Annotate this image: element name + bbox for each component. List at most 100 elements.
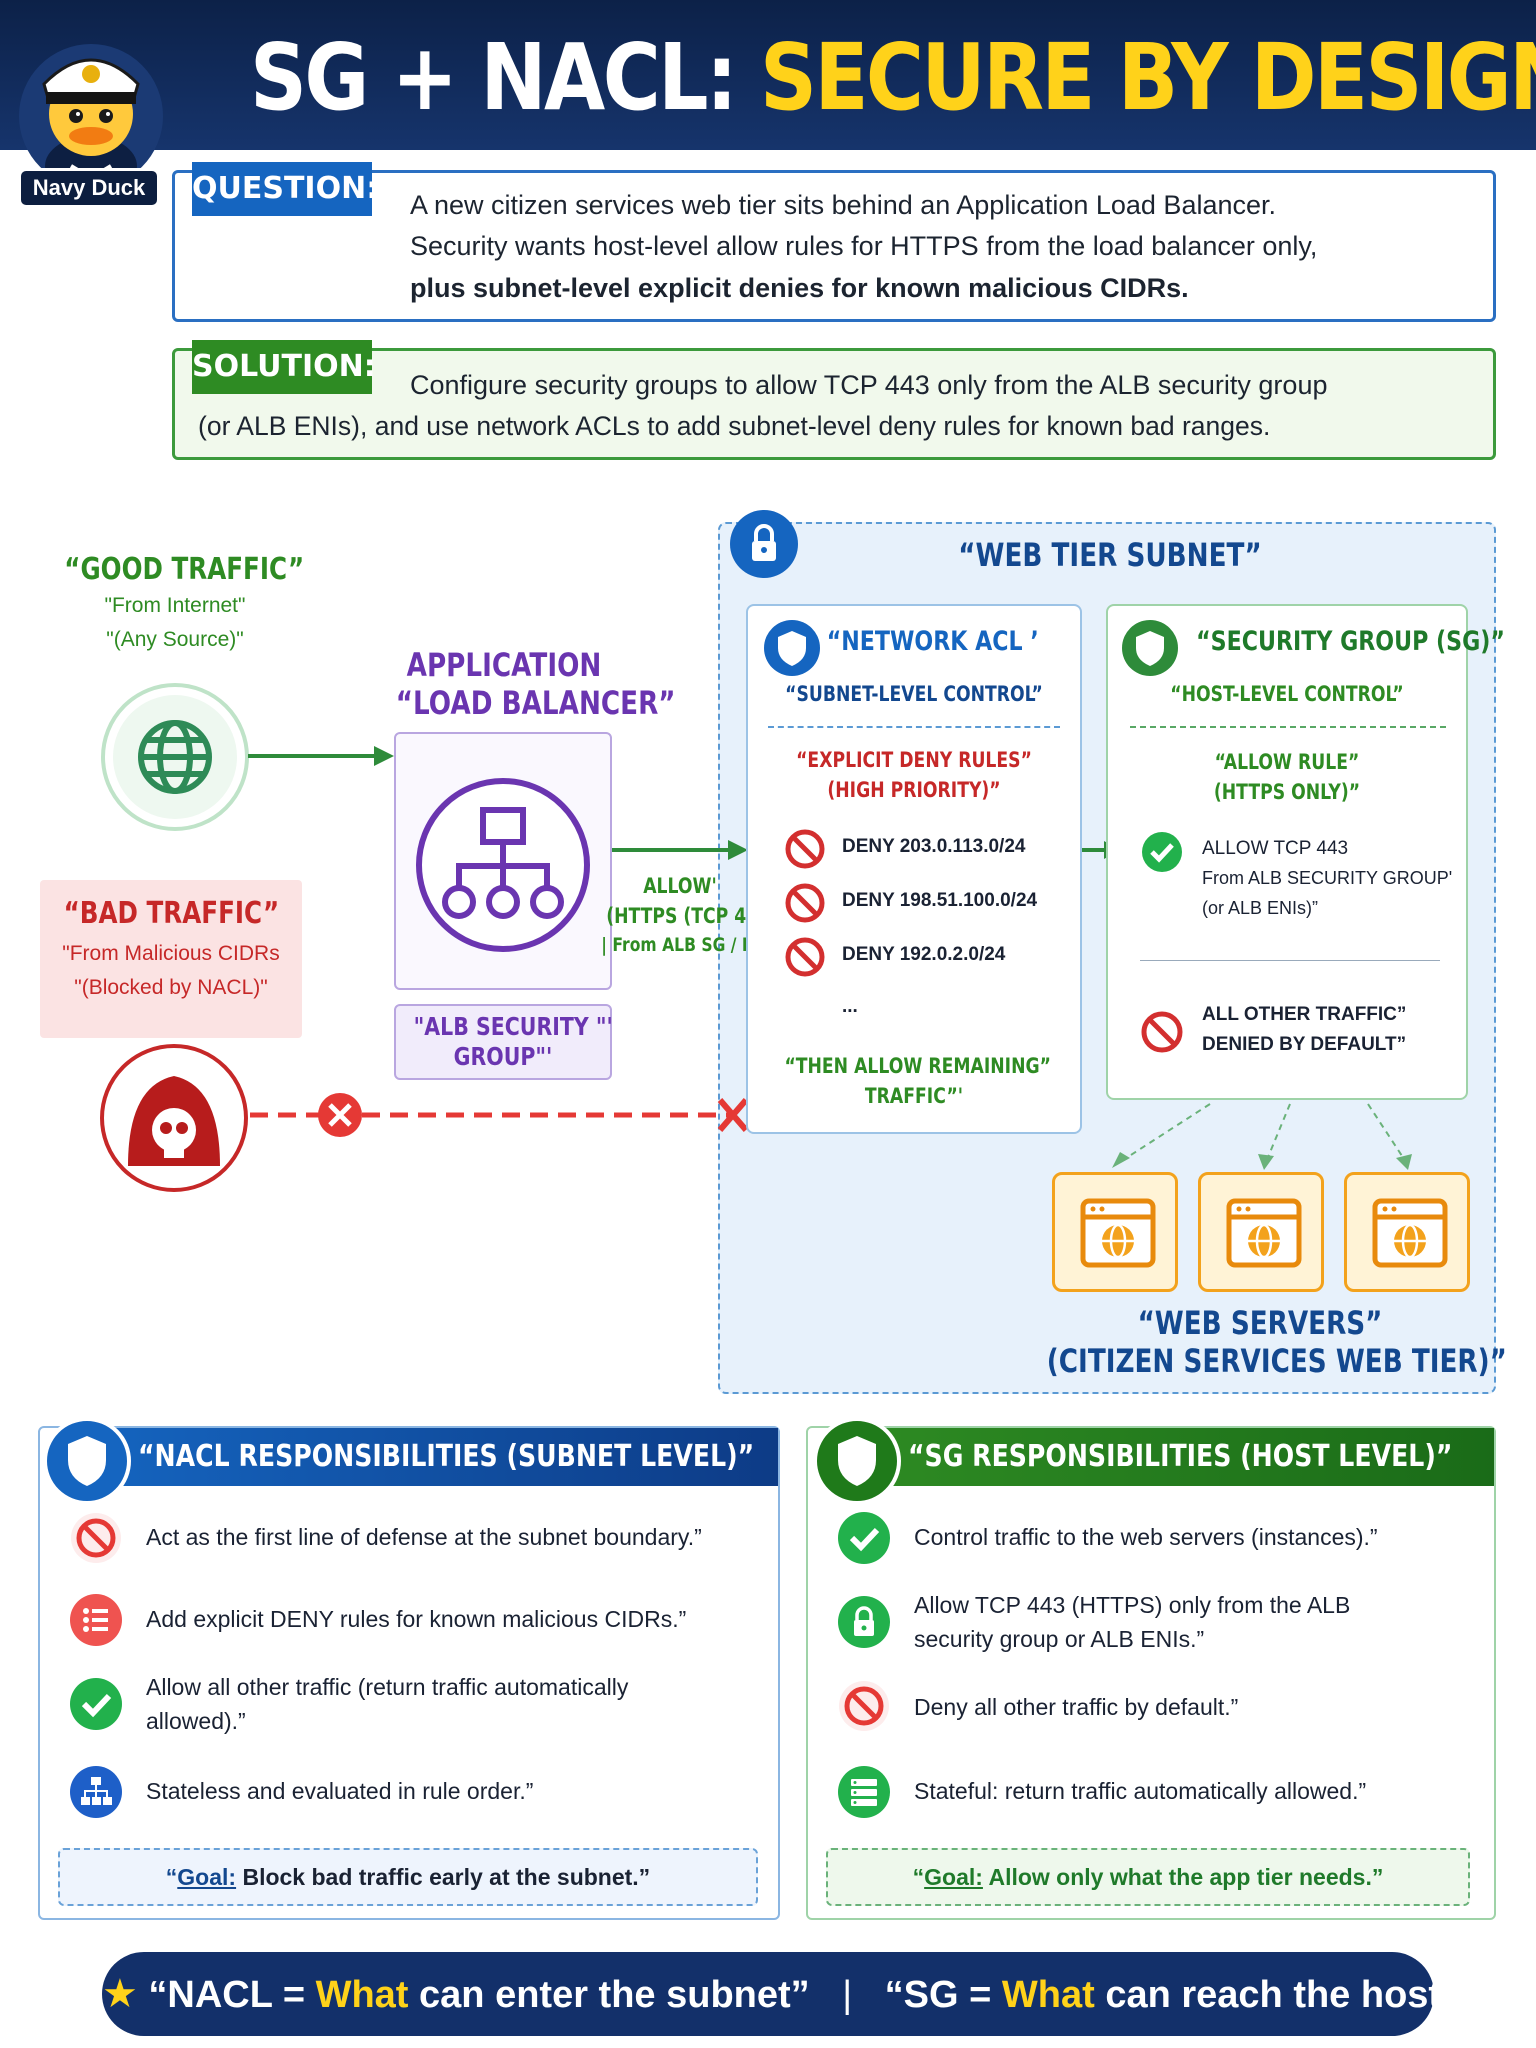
deny-icon: [785, 883, 825, 923]
page-title: SG + NACL: SECURE BY DESIGN: [250, 24, 1536, 131]
sg-responsibilities-panel: [806, 1426, 1496, 1920]
load-balancer-icon: [416, 778, 590, 952]
deny-icon: [71, 1513, 121, 1563]
good-traffic-sub1: "From Internet": [104, 594, 246, 617]
question-line-1: A new citizen services web tier sits beh…: [410, 190, 1277, 220]
good-traffic-title: “GOOD TRAFFIC”: [64, 552, 305, 587]
web-server-3: [1344, 1172, 1470, 1292]
nacl-item-3: Allow all other traffic (return traffic …: [146, 1674, 629, 1734]
nacl-divider: [768, 726, 1060, 728]
deny-rule-1: DENY 203.0.113.0/24: [842, 836, 1026, 857]
alb-security-group-box: [394, 1004, 612, 1080]
sg-deny-line-2: DENIED BY DEFAULT”: [1202, 1034, 1407, 1055]
nacl-then-2: TRAFFIC”': [864, 1084, 964, 1108]
sg-allow-line-1: ALLOW TCP 443: [1202, 838, 1349, 859]
deny-rule-3: DENY 192.0.2.0/24: [842, 944, 1006, 965]
nacl-deny-title-2: (HIGH PRIORITY)”: [827, 778, 1001, 802]
sg-subtitle: “HOST-LEVEL CONTROL”: [1170, 682, 1404, 706]
sg-title: “SECURITY GROUP (SG)”: [1196, 626, 1505, 657]
shield-icon: [764, 620, 820, 676]
sg-allow-line-3: (or ALB ENIs)”: [1202, 898, 1319, 918]
deny-icon: [1141, 1011, 1183, 1053]
alb-to-nacl-arrow: [612, 840, 748, 860]
sg-allow-title-1: “ALLOW RULE”: [1214, 750, 1360, 774]
blocked-traffic-dashed-line: [250, 1093, 749, 1137]
web-server-icon: [1226, 1198, 1302, 1268]
list-icon: [70, 1594, 122, 1646]
web-servers-title-2: (CITIZEN SERVICES WEB TIER)”: [1046, 1342, 1507, 1380]
nacl-responsibilities-header: “NACL RESPONSIBILITIES (SUBNET LEVEL)”: [138, 1439, 755, 1474]
solution-line-1: Configure security groups to allow TCP 4…: [410, 370, 1328, 400]
bad-traffic-sub2: "(Blocked by NACL)": [74, 976, 268, 999]
deny-rule-2: DENY 198.51.100.0/24: [842, 890, 1038, 911]
sg-divider: [1130, 726, 1446, 728]
banner-sg: “SG = What can reach the host”: [884, 1974, 1461, 2016]
sg-divider-2: [1140, 960, 1440, 961]
question-tag: QUESTION:: [192, 162, 378, 216]
header-bar: [0, 0, 1536, 150]
server-icon: [838, 1766, 890, 1818]
hacker-skull-icon: [100, 1044, 248, 1192]
shield-icon: [43, 1417, 131, 1505]
sg-responsibilities-header: “SG RESPONSIBILITIES (HOST LEVEL)”: [908, 1439, 1453, 1474]
good-traffic-sub2: "(Any Source)": [106, 628, 244, 651]
alb-sg-line1: "ALB SECURITY "': [413, 1012, 613, 1041]
nacl-item-4: Stateless and evaluated in rule order.”: [146, 1778, 534, 1804]
alb-title-line2: “LOAD BALANCER”: [395, 684, 676, 722]
nacl-deny-title-1: “EXPLICIT DENY RULES”: [796, 748, 1032, 772]
web-server-1: [1052, 1172, 1178, 1292]
sg-item-2: Allow TCP 443 (HTTPS) only from the ALB …: [914, 1592, 1351, 1652]
nacl-responsibilities-header-bar: [80, 1428, 778, 1486]
lock-icon: [838, 1596, 890, 1648]
sg-item-3: Deny all other traffic by default.”: [914, 1694, 1239, 1720]
shield-icon: [1122, 620, 1178, 676]
web-server-icon: [1372, 1198, 1448, 1268]
deny-icon: [785, 937, 825, 977]
allow-label-3: | From ALB SG / ENIs: [601, 934, 781, 956]
nacl-item-1: Act as the first line of defense at the …: [146, 1524, 702, 1550]
nacl-panel: [746, 604, 1082, 1134]
sg-allow-line-2: From ALB SECURITY GROUP': [1202, 868, 1453, 888]
sg-item-4: Stateful: return traffic automatically a…: [914, 1778, 1367, 1804]
sg-allow-title-2: (HTTPS ONLY)”: [1213, 780, 1361, 804]
question-box: [172, 170, 1496, 322]
question-line-2: Security wants host-level allow rules fo…: [410, 231, 1318, 261]
web-server-icon: [1080, 1198, 1156, 1268]
deny-rules-ellipsis: ...: [842, 996, 858, 1017]
check-icon: [838, 1512, 890, 1564]
sg-deny-line-1: ALL OTHER TRAFFIC”: [1202, 1004, 1407, 1025]
allow-label-2: (HTTPS (TCP 443): [606, 904, 779, 928]
nacl-then-1: “THEN ALLOW REMAINING”: [784, 1054, 1051, 1078]
deny-icon: [785, 829, 825, 869]
globe-icon: [101, 683, 249, 831]
shield-icon: [813, 1417, 901, 1505]
allow-label-1: ALLOW': [643, 874, 717, 898]
check-icon: [70, 1678, 122, 1730]
nacl-goal: “Goal: Block bad traffic early at the su…: [58, 1848, 758, 1906]
question-line-3: plus subnet-level explicit denies for kn…: [410, 273, 1189, 303]
web-servers-title-1: “WEB SERVERS”: [1137, 1304, 1383, 1342]
good-traffic-arrow: [248, 746, 394, 766]
sg-item-1: Control traffic to the web servers (inst…: [914, 1524, 1378, 1550]
sg-responsibilities-header-bar: [852, 1428, 1494, 1486]
nacl-subtitle: “SUBNET-LEVEL CONTROL”: [785, 682, 1043, 706]
nacl-responsibilities-panel: [38, 1426, 780, 1920]
banner-nacl: “NACL = What can enter the subnet”: [148, 1974, 810, 2016]
subnet-title: “WEB TIER SUBNET”: [958, 536, 1262, 574]
solution-line-2: (or ALB ENIs), and use network ACLs to a…: [198, 411, 1271, 441]
banner-separator: |: [842, 1974, 853, 2016]
alb-sg-line2: GROUP"': [453, 1042, 553, 1071]
sg-goal: “Goal: Allow only what the app tier need…: [826, 1848, 1470, 1906]
summary-banner: ★ “NACL = What can enter the subnet” | “…: [102, 1952, 1460, 2036]
star-icon: ★: [102, 1972, 138, 2016]
solution-tag: SOLUTION:: [192, 340, 376, 394]
mascot-label: Navy Duck: [18, 168, 160, 208]
nacl-title: “NETWORK ACL ’: [826, 626, 1039, 657]
web-server-2: [1198, 1172, 1324, 1292]
lock-icon: [730, 510, 798, 578]
solution-box: [172, 348, 1496, 460]
hierarchy-icon: [70, 1766, 122, 1818]
alb-title-line1: APPLICATION: [406, 646, 602, 684]
sg-to-servers-arrows: [1112, 1103, 1412, 1170]
deny-icon: [839, 1681, 889, 1731]
